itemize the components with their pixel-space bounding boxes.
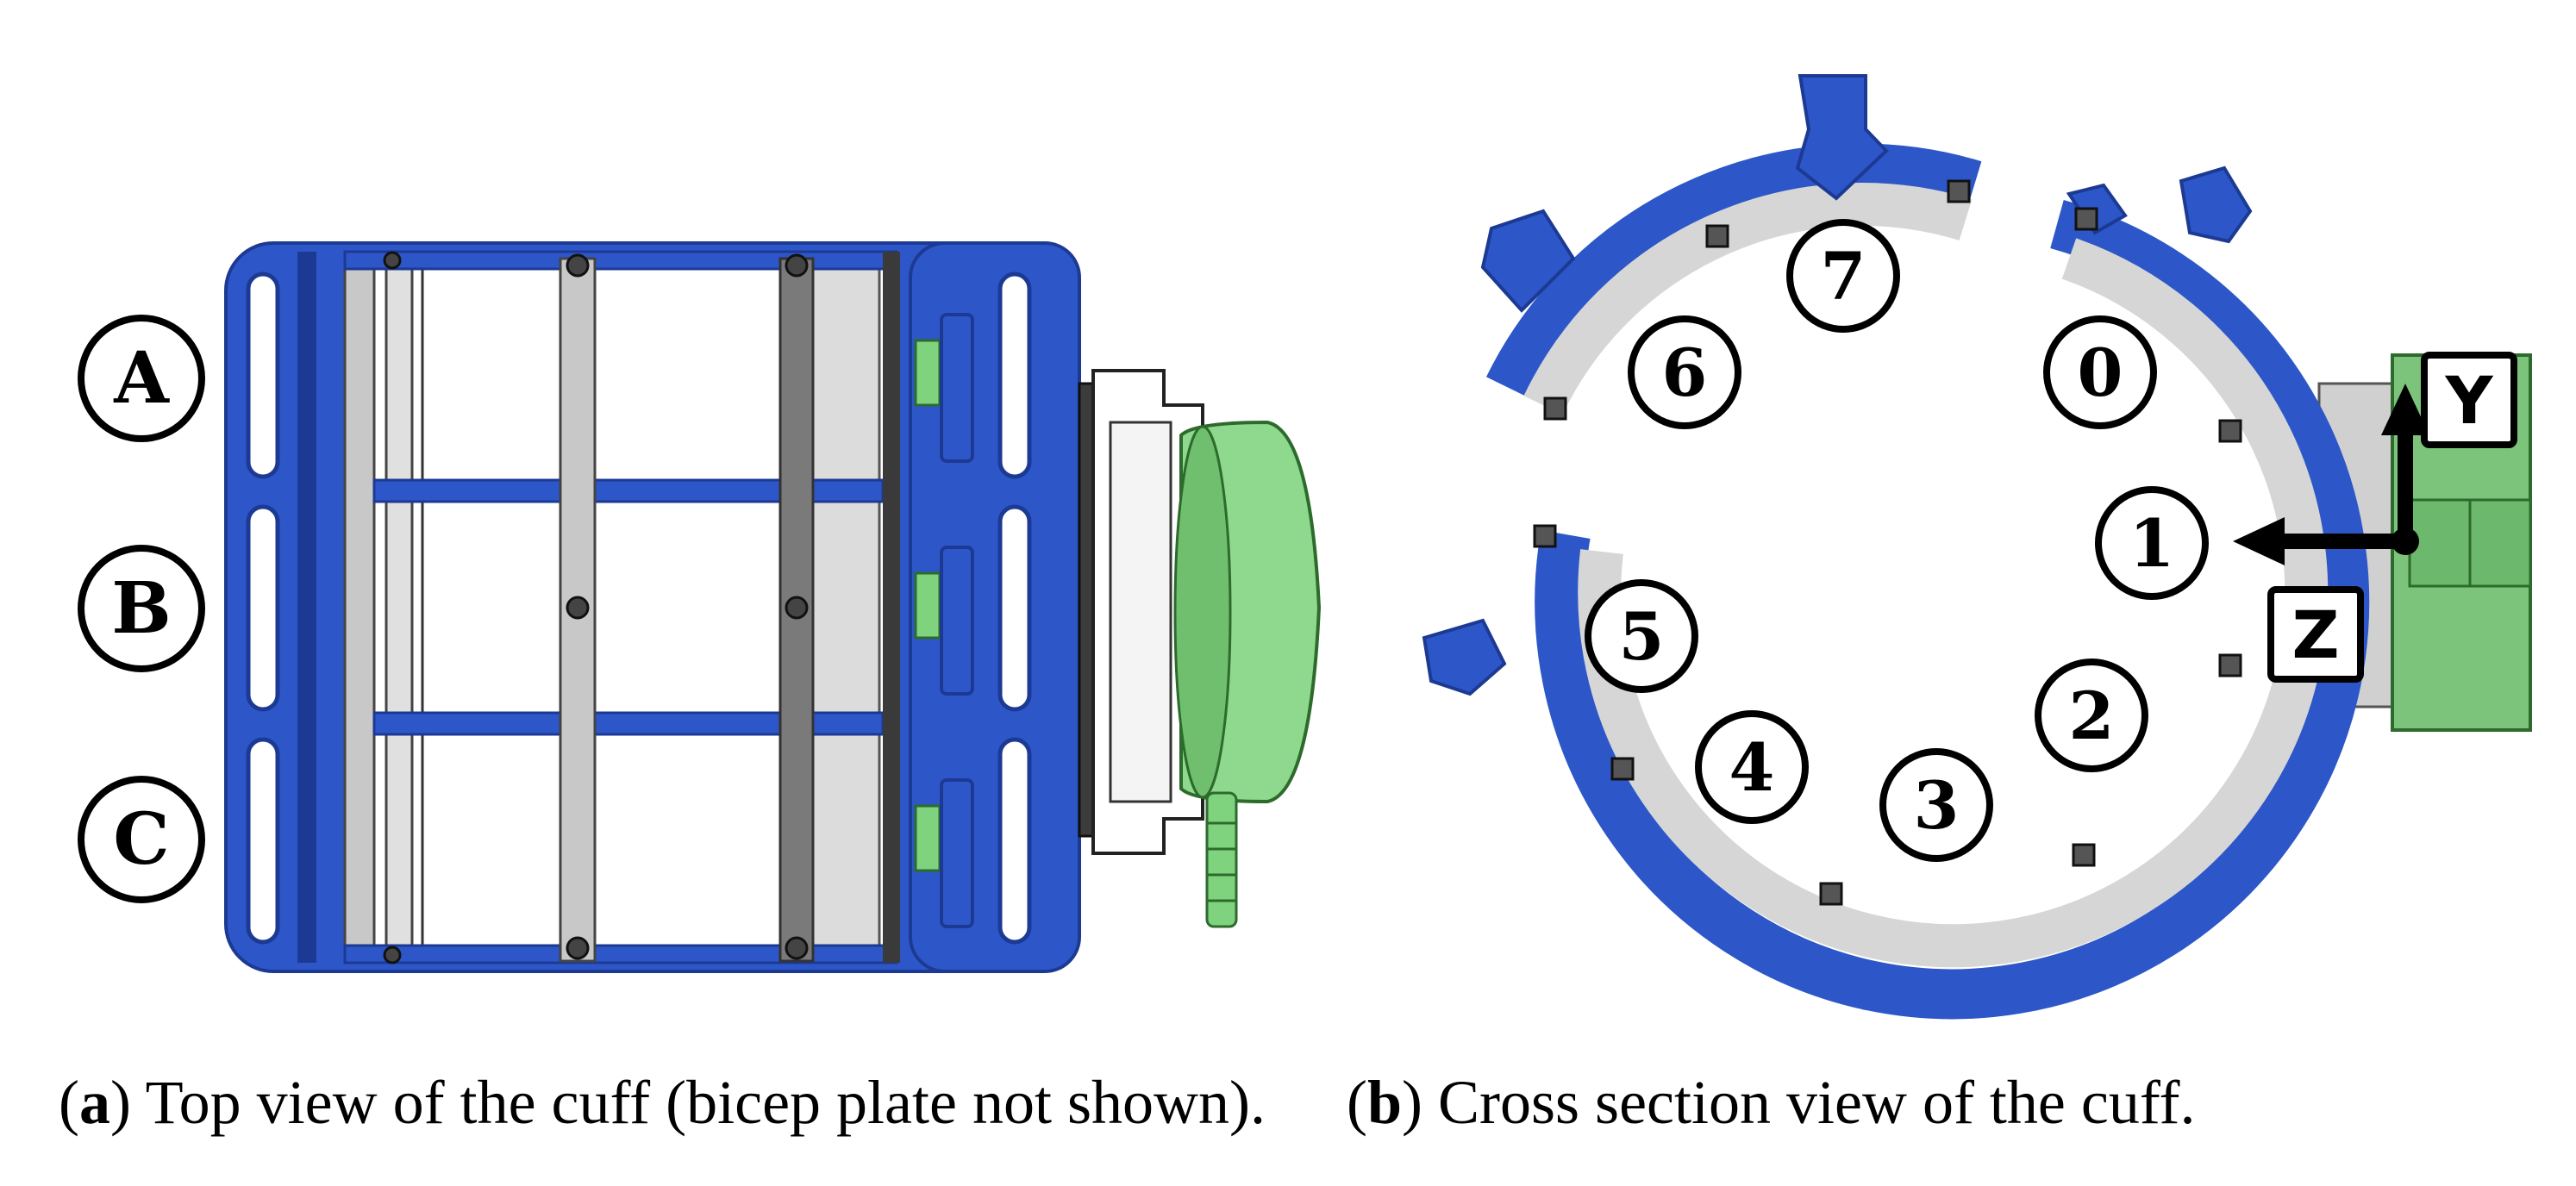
segment-label-2: 2 (2035, 659, 2148, 772)
panel-b-cross-section (1422, 74, 2532, 1020)
axis-z-label: Z (2267, 586, 2364, 683)
rod-left (343, 250, 376, 964)
axis-arrow-icon (2233, 384, 2429, 565)
zone-label-a: A (78, 315, 205, 442)
caption-b-text: Cross section view of the cuff. (1438, 1068, 2196, 1137)
left-slots (246, 272, 280, 945)
segment-label-4: 4 (1695, 710, 1809, 824)
caption-a-text: Top view of the cuff (bicep plate not sh… (145, 1068, 1266, 1137)
panel-a-top-view (224, 241, 1322, 973)
caption-a: (a) Top view of the cuff (bicep plate no… (59, 1068, 1266, 1137)
segment-label-5: 5 (1585, 579, 1698, 693)
caption-a-letter: a (78, 1068, 110, 1137)
segment-label-1: 1 (2095, 486, 2209, 600)
caption-b-letter: b (1366, 1068, 1403, 1137)
segment-label-3: 3 (1879, 748, 1993, 862)
zone-label-c: C (78, 776, 205, 903)
segment-label-6: 6 (1628, 315, 1741, 429)
segment-label-7: 7 (1786, 219, 1900, 333)
encoder-icon (1173, 420, 1322, 928)
axis-y-label: Y (2421, 352, 2517, 448)
zone-label-b: B (78, 545, 205, 672)
segment-label-0: 0 (2043, 315, 2157, 429)
caption-b: (b) Cross section view of the cuff. (1347, 1068, 2196, 1137)
